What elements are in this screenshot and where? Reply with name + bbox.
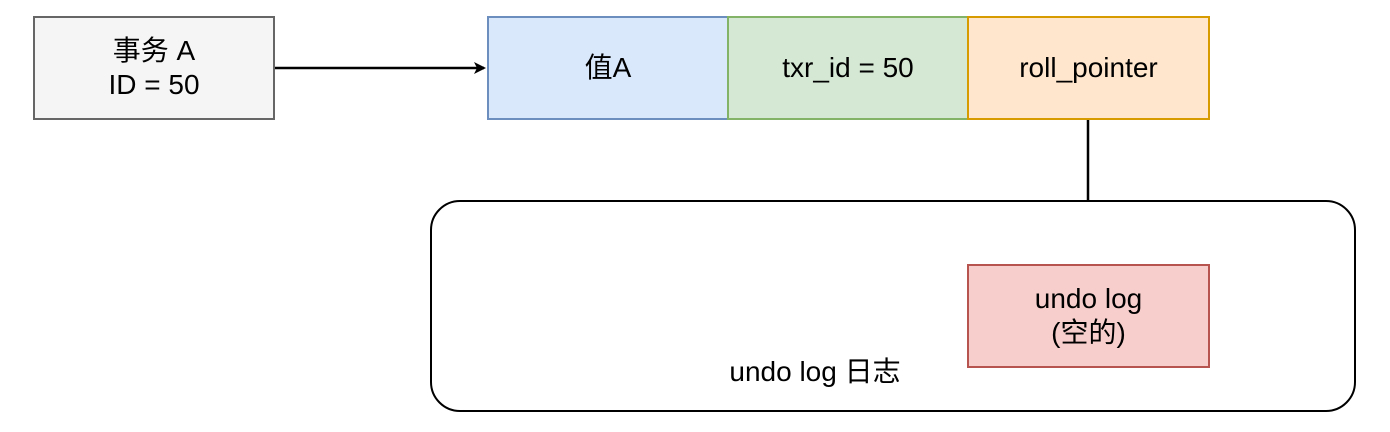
record-roll-pointer-label: roll_pointer: [1019, 52, 1158, 83]
transaction-title: 事务 A: [112, 35, 196, 66]
undo-log-entry: undo log (空的): [967, 264, 1210, 368]
record-roll-pointer-field: roll_pointer: [967, 16, 1210, 120]
transaction-id: ID = 50: [108, 69, 200, 100]
record-txr-id-label: txr_id = 50: [782, 52, 914, 83]
undo-log-entry-status: (空的): [1051, 317, 1126, 348]
undo-log-container-label: undo log 日志: [729, 356, 901, 387]
undo-log-entry-title: undo log: [1034, 283, 1143, 314]
record-txr-id-field: txr_id = 50: [727, 16, 969, 120]
transaction-node: 事务 A ID = 50: [33, 16, 275, 120]
record-value-field: 值A: [487, 16, 729, 120]
record-value-label: 值A: [584, 52, 632, 83]
